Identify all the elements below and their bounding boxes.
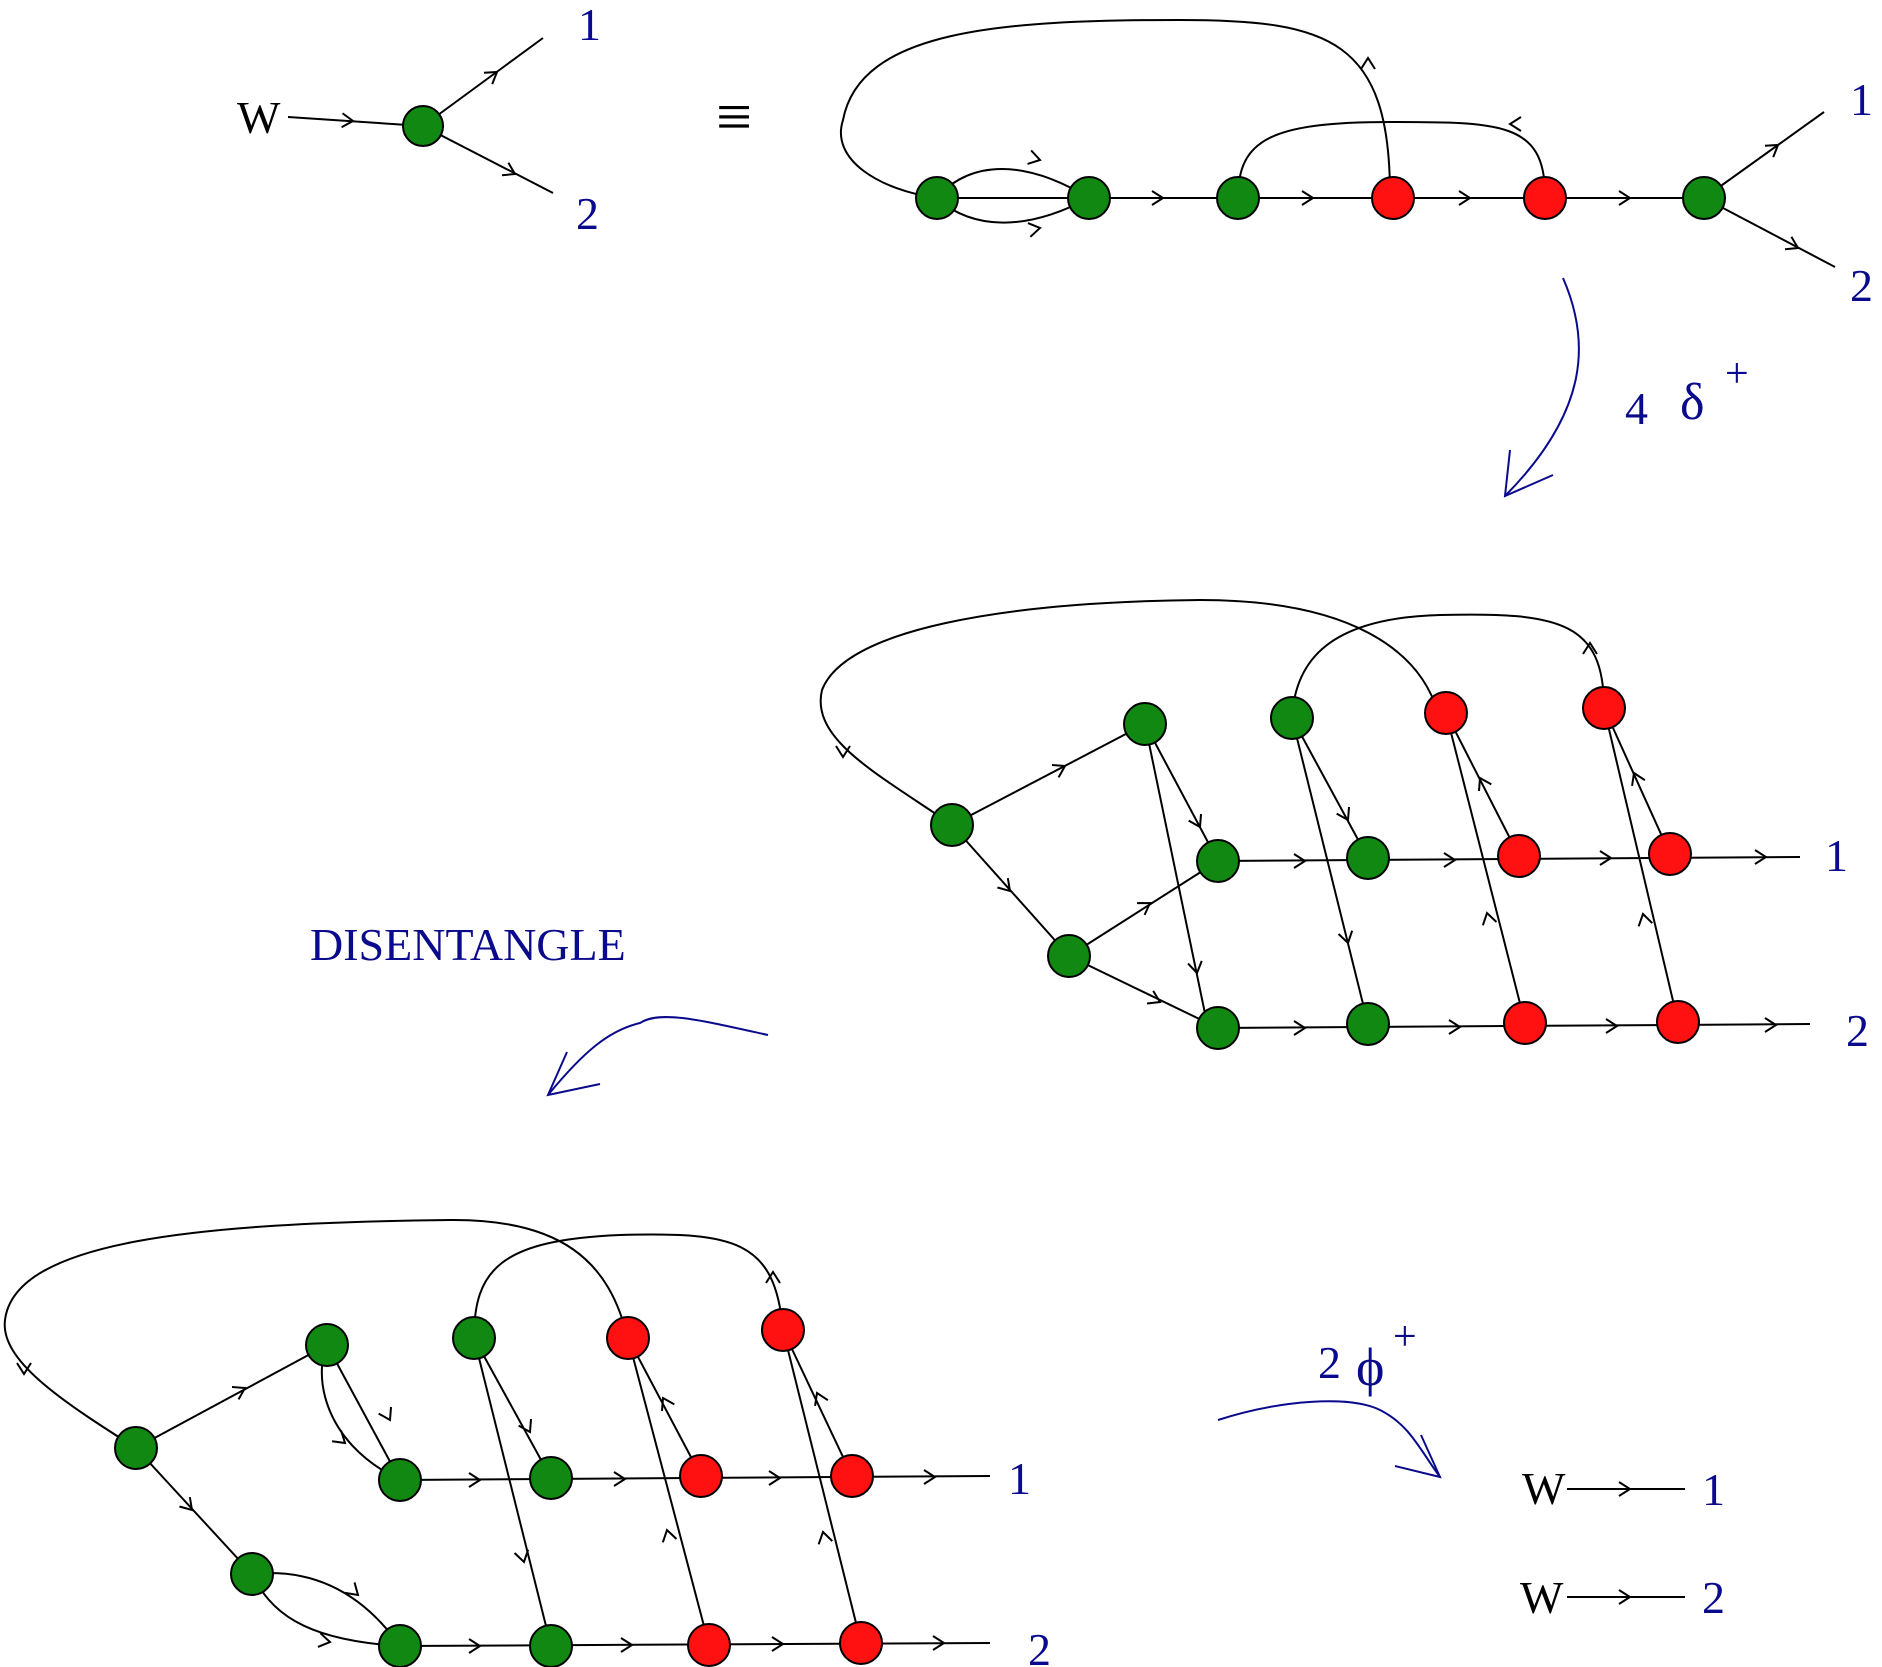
green-node bbox=[1682, 176, 1726, 220]
green-node bbox=[1346, 1002, 1390, 1046]
result-lines: W 1 W 2 bbox=[1520, 1463, 1725, 1623]
green-node bbox=[230, 1552, 274, 1596]
red-node bbox=[1497, 834, 1541, 878]
green-node bbox=[915, 176, 959, 220]
red-node bbox=[1503, 1001, 1547, 1045]
output-label-2: 2 bbox=[1846, 1005, 1869, 1056]
red-node bbox=[1582, 686, 1626, 730]
disentangle-label: DISENTANGLE bbox=[310, 919, 626, 970]
result-w1: W bbox=[1522, 1463, 1566, 1514]
w-label: W bbox=[237, 92, 281, 143]
red-node bbox=[830, 1454, 874, 1498]
red-node bbox=[1648, 832, 1692, 876]
green-node bbox=[1196, 839, 1240, 883]
red-node bbox=[1371, 176, 1415, 220]
green-node bbox=[114, 1426, 158, 1470]
green-node bbox=[1346, 836, 1390, 880]
green-node bbox=[378, 1458, 422, 1502]
green-node bbox=[1047, 934, 1091, 978]
red-node bbox=[606, 1316, 650, 1360]
green-node bbox=[378, 1624, 422, 1667]
green-node bbox=[1123, 702, 1167, 746]
red-node bbox=[1656, 1000, 1700, 1044]
red-node bbox=[839, 1621, 883, 1665]
output-label-2: 2 bbox=[1850, 260, 1873, 311]
transition-arrow-phi: 2 ϕ + bbox=[1217, 1314, 1442, 1479]
output-label-1: 1 bbox=[578, 0, 601, 50]
vertex-diagram-simple: W 1 2 bbox=[237, 0, 601, 239]
red-node bbox=[1523, 176, 1567, 220]
result-w2: W bbox=[1520, 1572, 1564, 1623]
entangled-diagram: 1 2 bbox=[819, 598, 1869, 1056]
green-node bbox=[1216, 176, 1260, 220]
green-node bbox=[305, 1323, 349, 1367]
phi-count: 2 bbox=[1318, 1337, 1341, 1388]
green-node bbox=[930, 803, 974, 847]
delta-symbol: δ bbox=[1680, 374, 1705, 431]
green-node bbox=[1270, 696, 1314, 740]
transition-arrow-delta: 4 δ + bbox=[1503, 277, 1749, 498]
output-label-2: 2 bbox=[1028, 1624, 1051, 1667]
green-node bbox=[529, 1456, 573, 1500]
result-label-2: 2 bbox=[1702, 1572, 1725, 1623]
green-node bbox=[452, 1316, 496, 1360]
red-node bbox=[687, 1623, 731, 1667]
green-node bbox=[1067, 176, 1111, 220]
phi-symbol: ϕ bbox=[1356, 1337, 1384, 1397]
delta-count: 4 bbox=[1625, 383, 1648, 434]
green-node bbox=[402, 105, 444, 147]
vertex-diagram-expanded: 1 2 bbox=[840, 18, 1873, 311]
phi-superscript: + bbox=[1393, 1314, 1417, 1360]
output-label-2: 2 bbox=[576, 188, 599, 239]
output-label-1: 1 bbox=[1825, 830, 1848, 881]
green-node bbox=[1196, 1006, 1240, 1050]
result-label-1: 1 bbox=[1702, 1464, 1725, 1515]
transition-arrow-disentangle: DISENTANGLE bbox=[310, 919, 769, 1097]
red-node bbox=[761, 1308, 805, 1352]
delta-superscript: + bbox=[1725, 351, 1749, 397]
output-label-1: 1 bbox=[1008, 1453, 1031, 1504]
equivalence-symbol: ≡ bbox=[716, 81, 752, 152]
green-node bbox=[529, 1624, 573, 1667]
red-node bbox=[679, 1454, 723, 1498]
red-node bbox=[1424, 691, 1468, 735]
disentangled-diagram: 1 2 bbox=[3, 1218, 1051, 1667]
output-label-1: 1 bbox=[1850, 74, 1873, 125]
